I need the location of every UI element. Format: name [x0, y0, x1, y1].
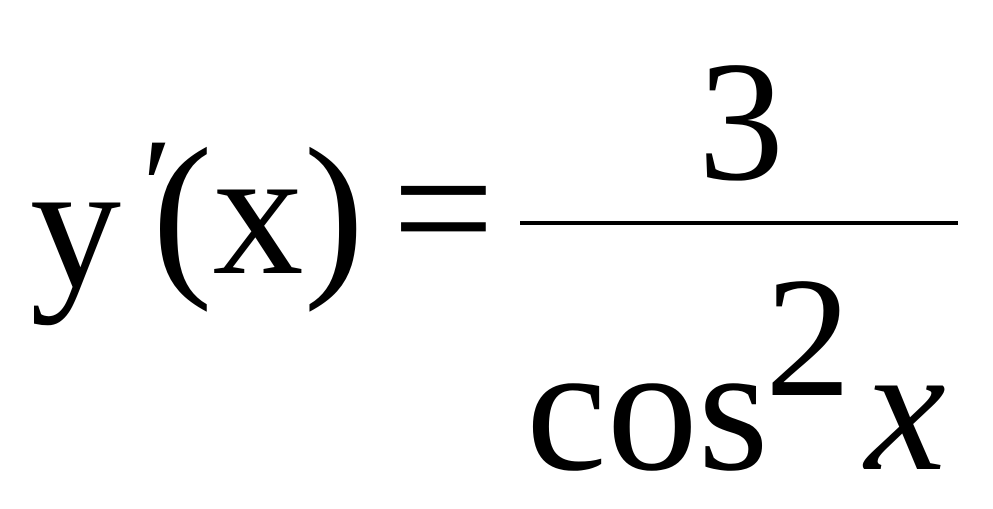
lhs-function-name: y — [30, 125, 121, 326]
denominator-exponent: 2 — [765, 243, 851, 433]
prime-symbol: ′ — [142, 110, 173, 263]
fraction-numerator: 3 — [698, 27, 784, 217]
denominator-variable: x — [865, 308, 946, 509]
denominator-function: cos — [526, 308, 769, 509]
equals-sign: = — [392, 108, 495, 309]
fraction-bar — [520, 221, 958, 225]
lhs-argument: (x) — [152, 112, 365, 313]
